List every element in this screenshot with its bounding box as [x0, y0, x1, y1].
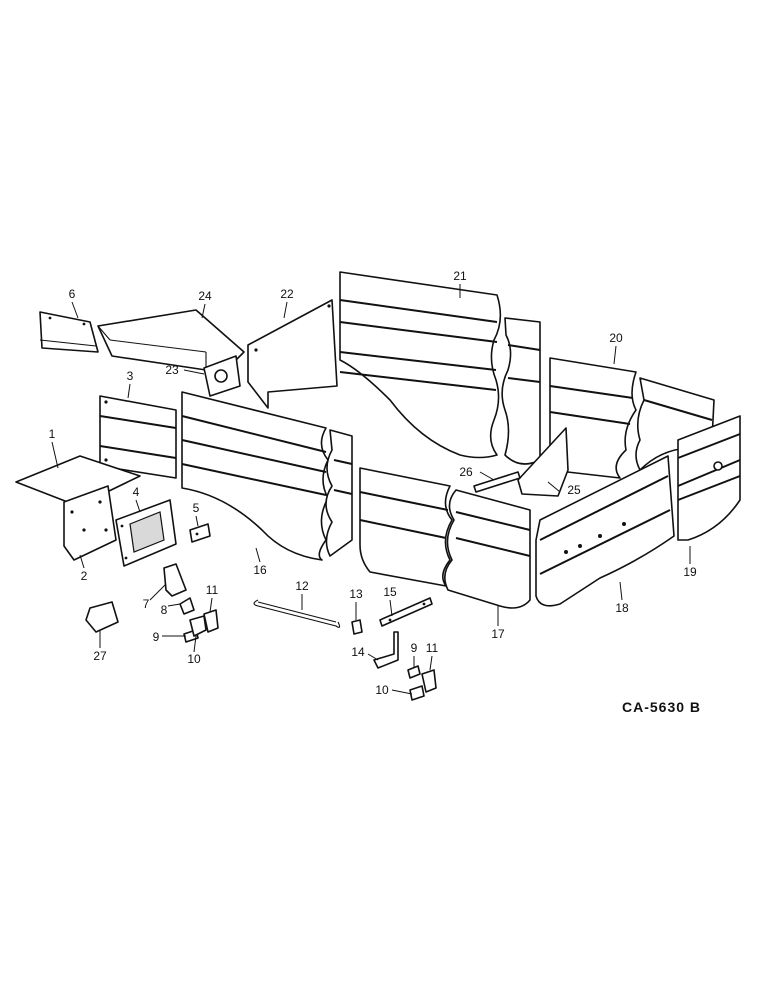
callout-24: 24 — [198, 289, 212, 303]
callout-22: 22 — [280, 287, 294, 301]
part-1-base-plate — [15, 455, 141, 507]
callout-15: 15 — [383, 585, 397, 599]
callout-2: 2 — [81, 569, 88, 583]
callout-27: 27 — [93, 649, 107, 663]
callout-14: 14 — [351, 645, 365, 659]
callout-17: 17 — [491, 627, 505, 641]
part-19-end-panel — [677, 415, 741, 541]
callout-11-right: 11 — [426, 641, 439, 655]
leader-lines — [51, 284, 691, 695]
part-21-rear-panel — [339, 271, 541, 465]
callout-10-right: 10 — [375, 683, 389, 697]
callout-6: 6 — [69, 287, 76, 301]
part-7-bracket — [163, 563, 187, 597]
callout-3: 3 — [127, 369, 134, 383]
part-8-fastener — [179, 597, 195, 615]
callout-labels: 1 2 3 4 5 6 7 8 9 10 11 12 13 14 15 16 1… — [49, 269, 697, 697]
part-9-fastener-right — [407, 665, 421, 679]
part-27-bracket — [85, 601, 119, 633]
callout-11-left: 11 — [206, 583, 219, 597]
callout-1: 1 — [49, 427, 56, 441]
part-6-plate — [39, 311, 99, 353]
callout-20: 20 — [609, 331, 623, 345]
callout-19: 19 — [683, 565, 697, 579]
callout-4: 4 — [133, 485, 140, 499]
callout-7: 7 — [143, 597, 150, 611]
callout-18: 18 — [615, 601, 629, 615]
part-11-handle-right — [421, 669, 437, 693]
callout-21: 21 — [453, 269, 467, 283]
part-17-front-panel — [359, 467, 531, 609]
callout-16: 16 — [253, 563, 267, 577]
callout-23: 23 — [165, 363, 179, 377]
part-16-side-panel — [181, 391, 353, 561]
part-13-clip — [351, 619, 363, 635]
part-14-bracket — [373, 631, 399, 669]
callout-5: 5 — [193, 501, 200, 515]
part-10-latch-right — [409, 685, 425, 701]
part-10-latch-left — [189, 615, 207, 637]
part-24-cover — [97, 309, 245, 371]
part-5-clip — [189, 523, 211, 543]
part-18-corner-panel — [535, 455, 675, 607]
part-15-bar — [379, 597, 433, 627]
callout-13: 13 — [349, 587, 363, 601]
callout-9-right: 9 — [411, 641, 418, 655]
part-20-side-panel — [549, 357, 715, 479]
drawing-code: CA-5630 B — [622, 699, 701, 715]
part-23-bracket — [203, 355, 241, 397]
part-2-mounting-bracket — [63, 485, 117, 561]
part-22-side-panel — [247, 299, 338, 409]
callout-10-left: 10 — [187, 652, 201, 666]
part-4-window-plate — [115, 499, 177, 567]
callout-26: 26 — [459, 465, 473, 479]
part-26-strip — [473, 471, 521, 493]
callout-9-left: 9 — [153, 630, 160, 644]
callout-25: 25 — [567, 483, 581, 497]
part-11-handle-left — [203, 609, 219, 633]
part-12-rod — [253, 599, 341, 628]
part-25-plate — [517, 427, 569, 497]
part-3-side-panel — [99, 395, 177, 479]
callout-12: 12 — [295, 579, 309, 593]
callout-8: 8 — [161, 603, 168, 617]
